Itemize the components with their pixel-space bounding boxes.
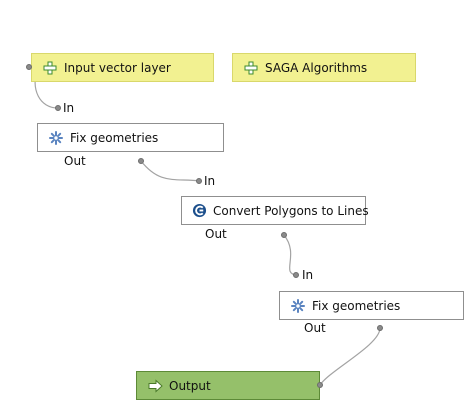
- algorithm-node-label: Convert Polygons to Lines: [213, 203, 369, 218]
- arrow-right-icon: [147, 378, 163, 394]
- fix-geometries-1-out-port[interactable]: [138, 158, 144, 164]
- link-fix2-to-output: [319, 327, 381, 386]
- input-node-vector-layer[interactable]: Input vector layer: [31, 53, 214, 82]
- convert-polygons-in-label: In: [204, 174, 216, 188]
- fix-geometries-2-in-port[interactable]: [293, 272, 299, 278]
- input-node-saga-algorithms[interactable]: SAGA Algorithms: [232, 53, 416, 82]
- fix-geometries-2-out-label: Out: [304, 321, 326, 335]
- gear-icon: [48, 130, 64, 146]
- convert-polygons-out-label: Out: [205, 227, 227, 241]
- fix-geometries-1-in-label: In: [63, 101, 75, 115]
- input-node-label: Input vector layer: [64, 60, 171, 75]
- algorithm-node-label: Fix geometries: [70, 130, 159, 145]
- output-node-label: Output: [169, 378, 211, 393]
- output-node[interactable]: Output: [136, 371, 320, 400]
- algorithm-node-fix-geometries-2[interactable]: Fix geometries: [279, 291, 464, 320]
- link-fix1-to-convert: [140, 160, 201, 182]
- fix-geometries-1-out-label: Out: [64, 154, 86, 168]
- input-node-label: SAGA Algorithms: [265, 60, 368, 75]
- algorithm-node-fix-geometries-1[interactable]: Fix geometries: [37, 123, 224, 152]
- link-convert-to-fix2: [283, 234, 298, 276]
- saga-icon: [192, 203, 207, 219]
- fix-geometries-2-in-label: In: [302, 268, 314, 282]
- gear-icon: [290, 298, 306, 314]
- plus-icon: [42, 60, 58, 76]
- plus-icon: [243, 60, 259, 76]
- convert-polygons-out-port[interactable]: [281, 232, 287, 238]
- output-node-port[interactable]: [317, 382, 323, 388]
- convert-polygons-in-port[interactable]: [196, 178, 202, 184]
- fix-geometries-2-out-port[interactable]: [377, 325, 383, 331]
- input-node-port[interactable]: [26, 64, 32, 70]
- algorithm-node-label: Fix geometries: [312, 298, 401, 313]
- fix-geometries-1-in-port[interactable]: [55, 105, 61, 111]
- algorithm-node-convert-polygons-to-lines[interactable]: Convert Polygons to Lines: [181, 196, 369, 225]
